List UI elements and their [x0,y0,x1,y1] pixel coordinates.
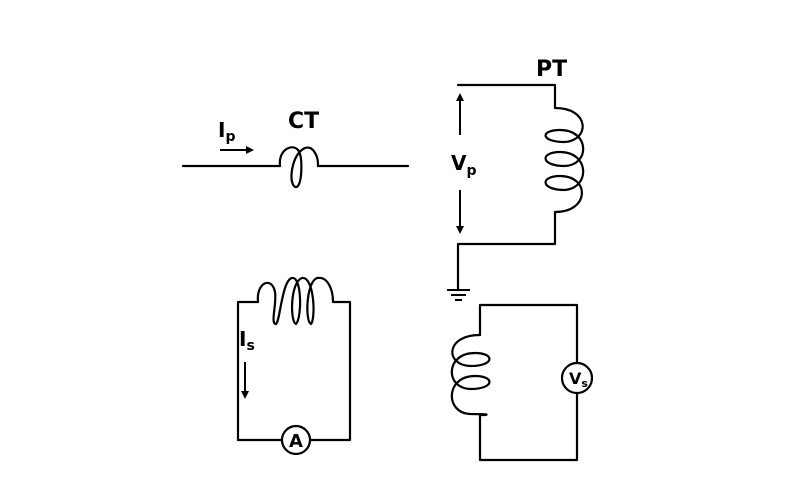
vp-label: Vp [451,151,477,179]
pt-secondary-loop [478,303,579,462]
pt-coil-icon [544,106,585,214]
pt-secondary-coil-icon [450,333,491,417]
voltmeter-icon [560,361,594,395]
ct-secondary-loop [236,300,352,442]
ct-label: CT [288,109,319,134]
ct-secondary-circuit: Is A [236,276,352,456]
is-label: Is [239,327,255,354]
pt-label: PT [536,57,567,82]
ground-icon [447,289,470,301]
ammeter-label: A [289,431,303,452]
pt-primary-loop [456,83,557,292]
voltmeter-label: Vs [569,369,588,390]
ip-label: Ip [218,118,235,145]
ct-secondary-coil-icon [256,276,335,326]
potential-transformer: Vp PT [447,57,585,301]
current-transformer: Ip CT [181,109,410,189]
ammeter-icon [280,424,312,456]
pt-secondary-circuit: Vs [450,303,594,462]
ct-coil-icon [278,146,320,189]
